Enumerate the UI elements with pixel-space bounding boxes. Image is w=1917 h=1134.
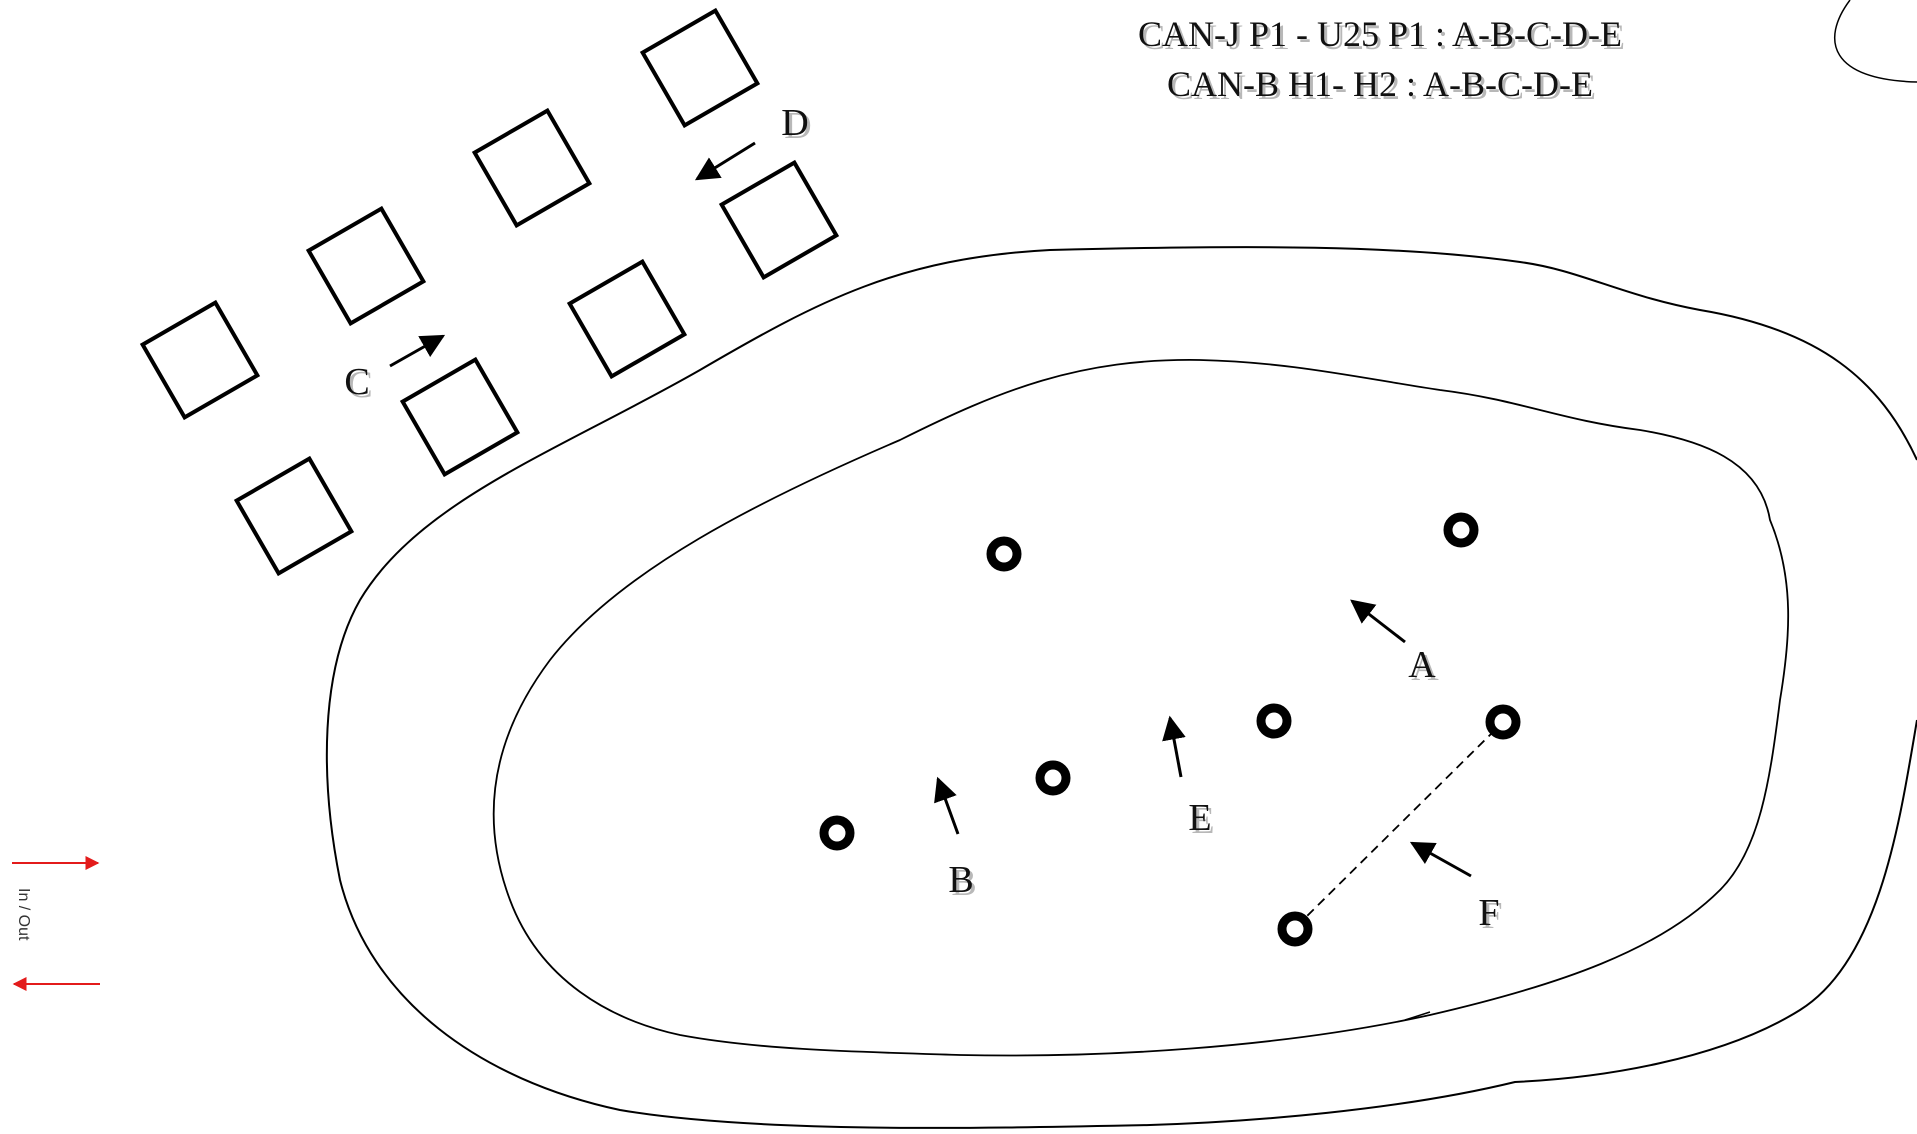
inner-track-line <box>492 359 1790 1057</box>
box-group <box>139 7 840 577</box>
svg-text:E: E <box>1191 800 1214 842</box>
box-3 <box>305 205 427 327</box>
label-e: E E <box>1188 797 1214 842</box>
svg-text:A: A <box>1411 647 1439 689</box>
inner-track-kink <box>1404 1011 1431 1021</box>
header-title: CAN-J P1 - U25 P1 : A-B-C-D-E CAN-J P1 -… <box>1138 14 1625 107</box>
arrow-f <box>1409 841 1472 878</box>
arrow-a <box>1350 599 1406 644</box>
outer-track-line <box>325 246 1917 1129</box>
gate-ring-6 <box>819 815 855 851</box>
svg-text:C: C <box>344 361 369 403</box>
svg-text:D: D <box>784 105 811 147</box>
label-a: A A <box>1408 644 1439 689</box>
arrow-e <box>1162 715 1186 778</box>
label-b: B B <box>948 859 976 904</box>
header-line-2: CAN-B H1- H2 : A-B-C-D-E <box>1167 64 1593 104</box>
svg-text:C: C <box>347 364 372 406</box>
gate-ring-7 <box>1277 911 1313 947</box>
svg-text:E: E <box>1188 797 1211 839</box>
arrow-d <box>694 141 756 181</box>
arrow-c <box>389 334 446 368</box>
box-1 <box>639 7 761 129</box>
box-4 <box>139 299 261 421</box>
label-c: C C <box>344 361 372 406</box>
header-line-1: CAN-J P1 - U25 P1 : A-B-C-D-E <box>1138 14 1622 54</box>
gate-ring-2 <box>1443 512 1479 548</box>
svg-text:B: B <box>948 859 973 901</box>
label-f: F F <box>1478 892 1502 937</box>
corner-arc <box>1834 0 1917 83</box>
svg-text:A: A <box>1408 644 1436 686</box>
svg-text:D: D <box>781 102 808 144</box>
box-2 <box>471 107 593 229</box>
box-6 <box>566 258 688 380</box>
direction-arrows <box>389 141 1472 878</box>
arrow-b <box>934 776 960 835</box>
gate-ring-1 <box>986 536 1022 572</box>
box-7 <box>399 356 521 478</box>
gate-markers <box>819 512 1521 947</box>
gate-ring-5 <box>1035 760 1071 796</box>
gate-ring-3 <box>1256 703 1292 739</box>
in-out-legend: In / Out <box>12 856 100 991</box>
svg-text:F: F <box>1481 895 1502 937</box>
box-5 <box>718 159 840 281</box>
header-line-1-shadow: CAN-J P1 - U25 P1 : A-B-C-D-E <box>1141 17 1625 57</box>
in-out-label: In / Out <box>15 888 32 941</box>
box-8 <box>233 455 355 577</box>
gate-ring-4 <box>1485 704 1521 740</box>
svg-text:B: B <box>951 862 976 904</box>
label-d: D D <box>781 102 811 147</box>
header-line-2-shadow: CAN-B H1- H2 : A-B-C-D-E <box>1170 67 1596 107</box>
dashed-line-f <box>1301 729 1496 922</box>
svg-text:F: F <box>1478 892 1499 934</box>
